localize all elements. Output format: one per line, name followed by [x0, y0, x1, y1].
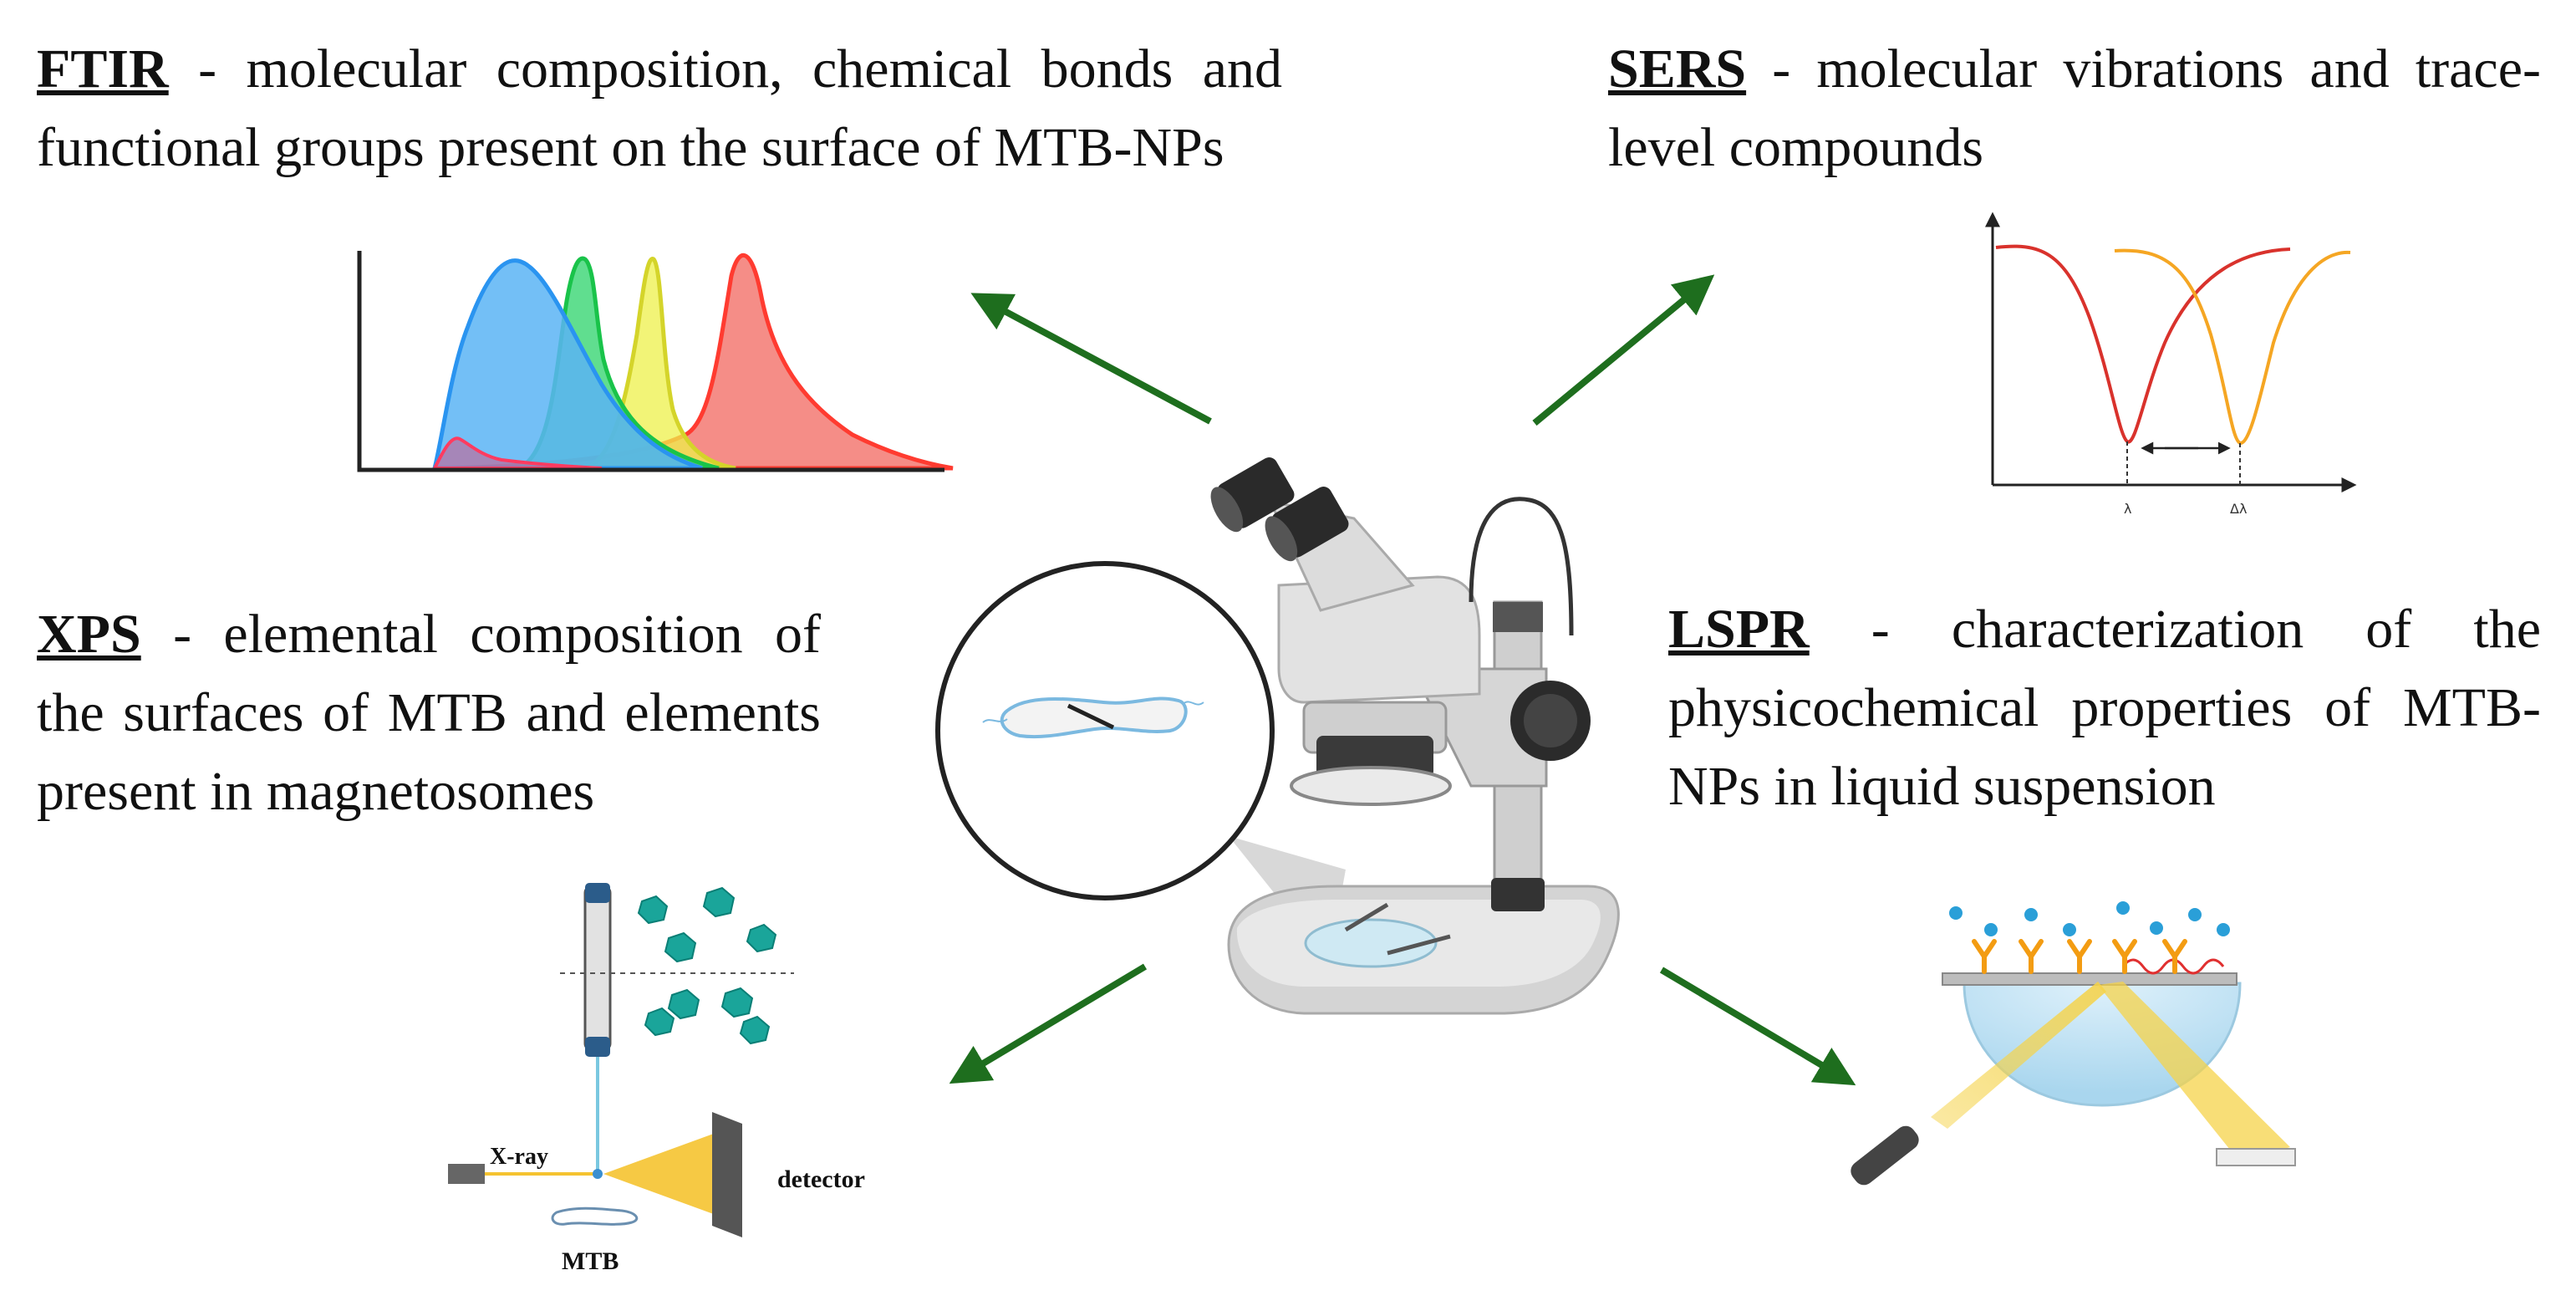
xps-title: XPS	[37, 604, 141, 665]
lspr-receptors	[1972, 939, 2187, 974]
xps-caption: XPS - elemental composition of the surfa…	[37, 595, 821, 831]
lspr-sensor-film	[1942, 972, 2237, 986]
flagellum-right	[1182, 701, 1204, 706]
xps-detector-cone	[603, 1129, 727, 1219]
ftir-description: molecular composition, chemical bonds an…	[37, 38, 1282, 178]
light-cable	[1469, 497, 1574, 636]
lspr-description: characterization of the physicochemical …	[1668, 599, 2541, 817]
ftir-small-peak	[431, 436, 603, 470]
xps-xray-label: X-ray	[490, 1144, 548, 1170]
xps-detector	[712, 1112, 742, 1237]
ftir-blue-peak	[431, 258, 703, 471]
connector-arrows	[949, 274, 1856, 1086]
stage-clip-left	[1344, 902, 1389, 932]
lspr-laser	[1851, 1125, 1919, 1186]
flagellum-left	[982, 718, 1008, 723]
pillar-collar	[1491, 878, 1545, 911]
lspr-separator: -	[1809, 599, 1952, 660]
sers-separator: -	[1746, 38, 1817, 99]
arrow-to-ftir	[970, 293, 1212, 425]
lspr-detector	[2216, 1148, 2296, 1166]
light-ring	[1290, 766, 1452, 806]
ftir-axes	[357, 251, 944, 472]
xps-particles	[637, 886, 777, 1045]
sers-lambda-label: λ	[2124, 501, 2131, 517]
xps-detector-label: detector	[777, 1166, 865, 1193]
microscope-illustration	[935, 457, 1620, 1015]
head-body	[1277, 575, 1481, 704]
sers-delta-lambda-label: Δλ	[2230, 501, 2247, 517]
sers-caption: SERS - molecular vibrations and trace-le…	[1608, 30, 2541, 187]
specimen-stage-glass	[1304, 918, 1438, 968]
xps-column	[583, 885, 612, 1052]
sers-description: molecular vibrations and trace-level com…	[1608, 38, 2541, 178]
xps-xray-source	[448, 1164, 485, 1184]
eyepiece-right	[1265, 487, 1349, 562]
ftir-title: FTIR	[37, 38, 169, 99]
sers-orange-curve	[2114, 248, 2351, 445]
sers-plot-illustration: λ Δλ	[1985, 212, 2357, 517]
lspr-reflected-beam	[2098, 982, 2290, 1162]
xps-description: elemental composition of the surfaces of…	[37, 604, 821, 822]
xps-sample-mtb	[551, 1206, 639, 1226]
eyepiece-left	[1210, 457, 1295, 533]
xps-separator: -	[140, 604, 224, 665]
lspr-analytes	[1949, 901, 2230, 936]
sers-red-curve	[1995, 244, 2291, 444]
arm	[1410, 667, 1548, 788]
ftir-separator: -	[168, 38, 247, 99]
magnetosome-chain	[1067, 703, 1115, 730]
lspr-caption: LSPR - characterization of the physicoch…	[1668, 590, 2541, 826]
arrow-to-sers	[1532, 274, 1715, 426]
lspr-incident-beam	[1931, 982, 2106, 1129]
stage-clip-right	[1387, 934, 1451, 956]
xps-illustration: X-ray detector MTB	[448, 883, 865, 1275]
pillar-cap	[1493, 602, 1543, 632]
ftir-spectra-illustration	[357, 251, 954, 472]
sers-title: SERS	[1608, 38, 1747, 99]
ftir-caption: FTIR - molecular composition, chemical b…	[37, 30, 1282, 187]
arrow-to-lspr	[1659, 967, 1856, 1086]
lspr-title: LSPR	[1668, 599, 1810, 660]
arrow-to-xps	[949, 963, 1148, 1084]
magnifier-circle	[935, 561, 1275, 900]
lspr-illustration	[1851, 901, 2296, 1186]
xps-mtb-label: MTB	[562, 1247, 619, 1275]
